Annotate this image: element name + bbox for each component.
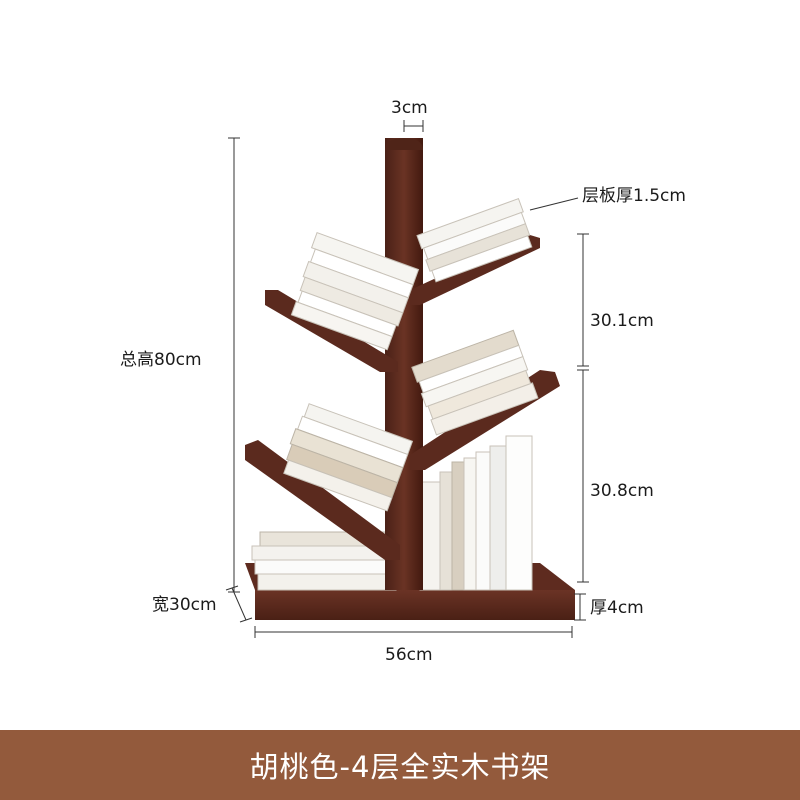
product-image: 3cm 层板厚1.5cm 总高80cm 30.1cm 30.8cm 宽30cm … xyxy=(120,98,686,665)
base-thickness-label: 厚4cm xyxy=(590,598,644,618)
upper-right-books xyxy=(416,197,533,283)
total-height-label: 总高80cm xyxy=(120,350,202,370)
depth-label: 宽30cm xyxy=(152,595,217,615)
shelf-thickness-label: 层板厚1.5cm xyxy=(582,186,686,206)
base-right-books xyxy=(419,435,533,591)
product-title-banner: 胡桃色-4层全实木书架 xyxy=(0,730,800,800)
width-label: 56cm xyxy=(385,645,433,665)
product-title: 胡桃色-4层全实木书架 xyxy=(249,750,551,784)
lower-left-books xyxy=(283,403,414,512)
dimension-lines xyxy=(225,120,589,638)
base-board-front xyxy=(255,590,575,620)
post-width-label: 3cm xyxy=(391,98,428,118)
lower-gap-label: 30.8cm xyxy=(590,481,654,501)
upper-gap-label: 30.1cm xyxy=(590,311,654,331)
upper-left-books xyxy=(290,232,420,351)
shelf-lower-left xyxy=(245,440,400,560)
mid-right-books xyxy=(411,329,539,436)
bookshelf-illustration xyxy=(225,120,589,638)
